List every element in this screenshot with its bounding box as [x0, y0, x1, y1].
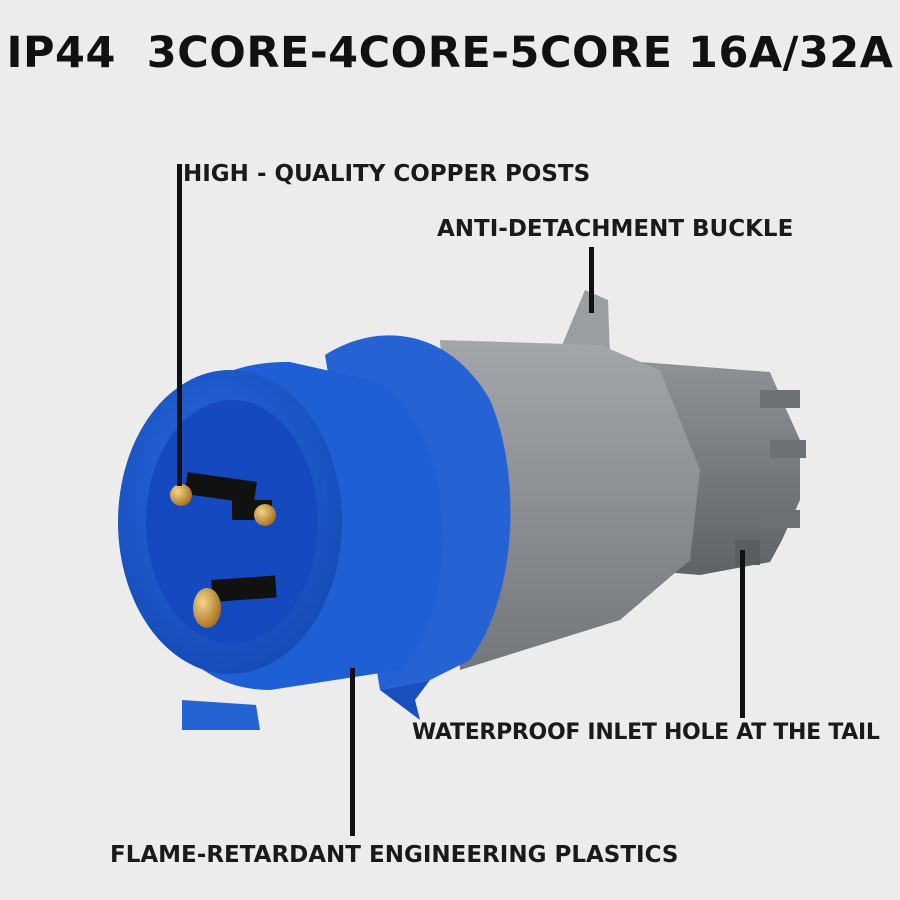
leader-line-inlet	[740, 550, 745, 718]
label-copper-posts: HIGH - QUALITY COPPER POSTS	[183, 161, 591, 187]
copper-pin-2	[254, 504, 276, 526]
copper-pin-1	[170, 484, 192, 506]
leader-line-plastics	[350, 668, 355, 836]
label-plastics: FLAME-RETARDANT ENGINEERING PLASTICS	[110, 842, 679, 868]
label-inlet-hole: WATERPROOF INLET HOLE AT THE TAIL	[412, 720, 880, 745]
copper-posts	[170, 472, 277, 628]
buckle	[560, 290, 610, 358]
leader-line-posts	[177, 164, 182, 486]
copper-pin-3	[193, 588, 221, 628]
key-tab	[182, 700, 260, 730]
label-buckle: ANTI-DETACHMENT BUCKLE	[437, 216, 794, 242]
page-title: IP44 3CORE-4CORE-5CORE 16A/32A	[6, 28, 894, 78]
gray-body	[440, 340, 700, 670]
leader-line-buckle	[589, 247, 594, 313]
